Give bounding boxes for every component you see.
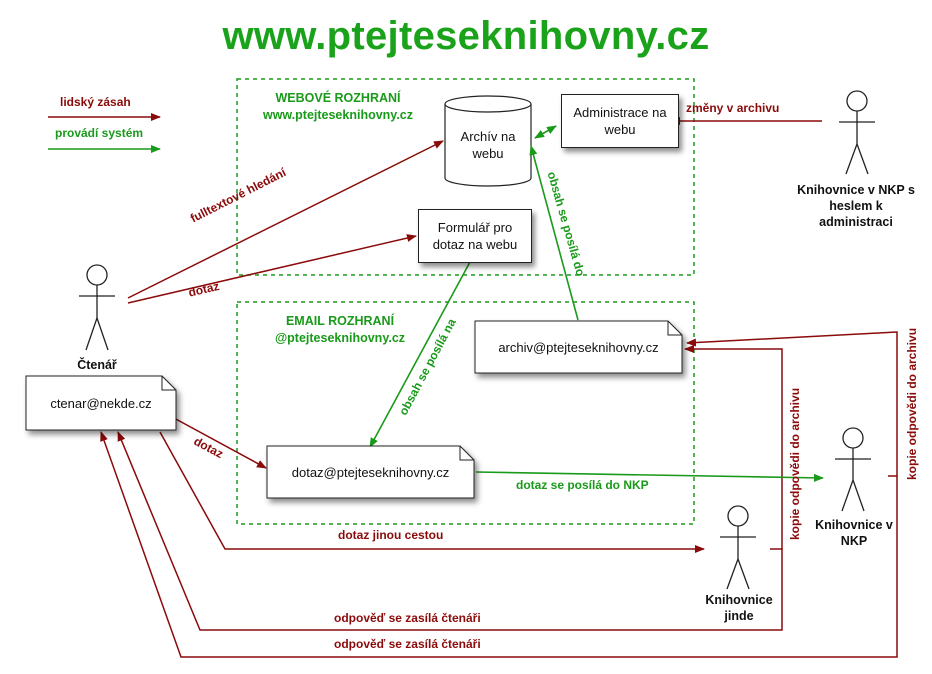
elsewhere-label: Knihovnice jinde <box>705 593 773 623</box>
edge-query-web <box>127 234 417 304</box>
email-zone-title: EMAIL ROZHRANÍ @ptejteseknihovny.cz <box>260 313 420 347</box>
archive-email-doc[interactable]: archiv@ptejteseknihovny.cz <box>474 320 683 374</box>
archive-cylinder <box>444 95 532 187</box>
nkp-label: Knihovnice v NKP <box>815 518 893 548</box>
label-reply-2: odpověď se zasílá čtenáři <box>334 637 481 651</box>
edge-fulltext <box>127 140 444 299</box>
query-email-doc-shape <box>266 445 475 499</box>
page-title: www.ptejteseknihovny.cz <box>222 14 710 58</box>
email-zone <box>236 301 695 525</box>
label-copy-1: kopie odpovědi do archivu <box>788 387 802 540</box>
form-box[interactable]: Formulář pro dotaz na webu <box>418 209 532 263</box>
archive-label: Archív na webu <box>460 129 516 161</box>
edge-to-nkp <box>475 471 824 482</box>
edge-reply-2 <box>100 431 898 658</box>
legend-human-label: lidský zásah <box>60 95 131 109</box>
label-changes: změny v archivu <box>686 101 780 115</box>
email-zone-heading: EMAIL ROZHRANÍ <box>285 314 395 328</box>
web-zone-subtitle: www.ptejteseknihovny.cz <box>262 108 414 122</box>
archive-email-doc-shape <box>474 320 683 374</box>
reader-email-label: ctenar@nekde.cz <box>50 395 152 411</box>
edge-content-to <box>369 261 471 448</box>
nkp-admin-figure <box>839 90 875 175</box>
edge-copy-2 <box>686 331 898 476</box>
query-email-doc[interactable]: dotaz@ptejteseknihovny.cz <box>266 445 475 499</box>
edge-admin-archive <box>534 125 557 139</box>
web-zone-heading: WEBOVÉ ROZHRANÍ <box>275 91 401 105</box>
edge-copy-1 <box>684 345 783 549</box>
edge-other-way <box>159 431 705 553</box>
edge-reply-1 <box>117 431 783 631</box>
form-label: Formulář pro dotaz na webu <box>432 220 518 252</box>
nkp-admin-label: Knihovnice v NKP s heslem k administraci <box>797 183 915 229</box>
reader-email-doc-shape <box>25 375 177 431</box>
elsewhere-figure <box>720 505 756 590</box>
web-zone-title: WEBOVÉ ROZHRANÍ www.ptejteseknihovny.cz <box>250 90 426 124</box>
label-other-way: dotaz jinou cestou <box>338 528 444 542</box>
admin-label: Administrace na webu <box>573 105 667 137</box>
email-zone-subtitle: @ptejteseknihovny.cz <box>274 331 406 345</box>
reader-email-doc[interactable]: ctenar@nekde.cz <box>25 375 177 431</box>
archive-email-label: archiv@ptejteseknihovny.cz <box>498 339 659 355</box>
label-reply-1: odpověď se zasílá čtenáři <box>334 611 481 625</box>
admin-box[interactable]: Administrace na webu <box>561 94 679 148</box>
reader-figure <box>79 264 115 351</box>
label-copy-2: kopie odpovědi do archivu <box>905 327 919 480</box>
edge-content-to-archive <box>529 145 579 321</box>
query-email-label: dotaz@ptejteseknihovny.cz <box>291 464 450 480</box>
legend-system-label: provádí systém <box>55 126 144 140</box>
label-to-nkp: dotaz se posílá do NKP <box>516 478 649 492</box>
reader-label: Čtenář <box>77 358 117 372</box>
nkp-figure <box>835 427 871 512</box>
web-zone <box>236 78 695 276</box>
